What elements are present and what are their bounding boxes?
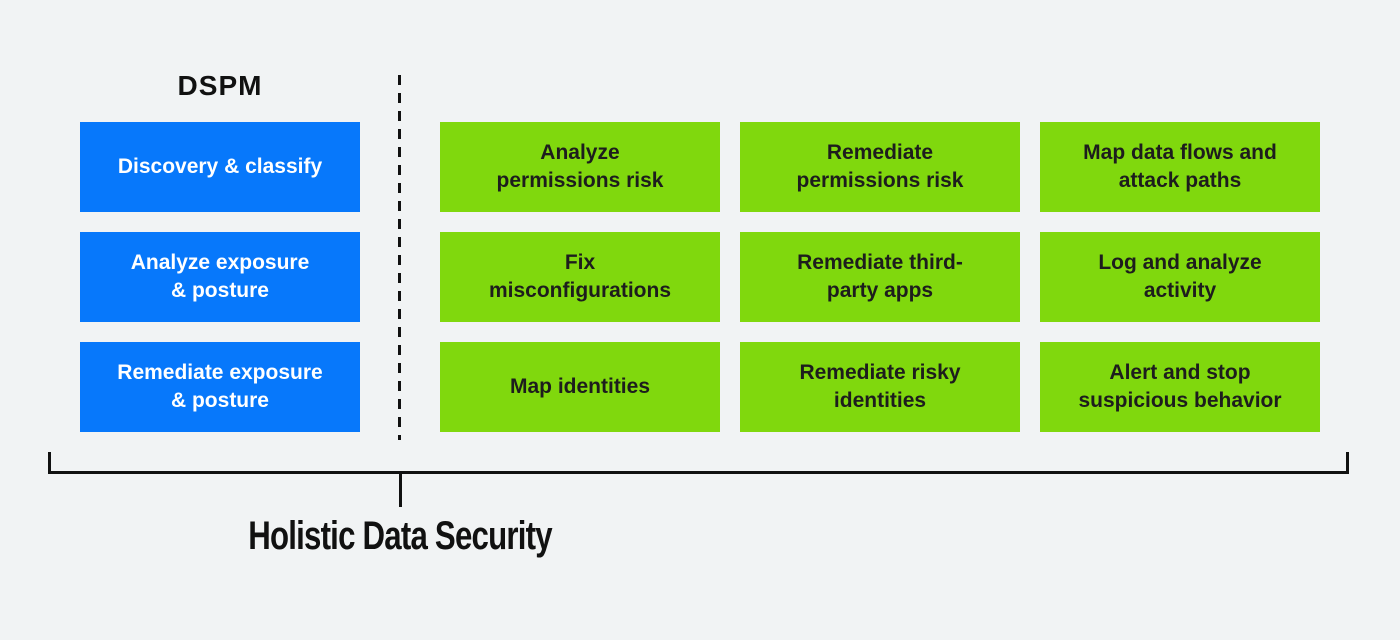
capability-box-fix-misconfigurations: Fix misconfigurations [440, 232, 720, 322]
capability-box-log-analyze-activity: Log and analyze activity [1040, 232, 1320, 322]
holistic-data-security-label: Holistic Data Security [248, 514, 552, 558]
bracket-right-tick [1346, 452, 1349, 474]
capability-box-remediate-permissions-risk: Remediate permissions risk [740, 122, 1020, 212]
capability-box-remediate-risky-identities: Remediate risky identities [740, 342, 1020, 432]
capability-box-map-identities: Map identities [440, 342, 720, 432]
dashed-divider-line [398, 75, 401, 440]
dspm-box-remediate-exposure-posture: Remediate exposure & posture [80, 342, 360, 432]
dspm-column-title: DSPM [177, 70, 263, 101]
capability-box-alert-stop-suspicious-behavior: Alert and stop suspicious behavior [1040, 342, 1320, 432]
capabilities-grid: Analyze permissions risk Remediate permi… [440, 122, 1320, 432]
capability-box-remediate-third-party-apps: Remediate third- party apps [740, 232, 1020, 322]
bracket-center-stem [399, 473, 402, 507]
capability-box-analyze-permissions-risk: Analyze permissions risk [440, 122, 720, 212]
bracket-horizontal-line [48, 471, 1349, 474]
dspm-box-analyze-exposure-posture: Analyze exposure & posture [80, 232, 360, 322]
bracket-left-tick [48, 452, 51, 474]
dspm-box-discovery-classify: Discovery & classify [80, 122, 360, 212]
capability-box-map-data-flows-attack-paths: Map data flows and attack paths [1040, 122, 1320, 212]
